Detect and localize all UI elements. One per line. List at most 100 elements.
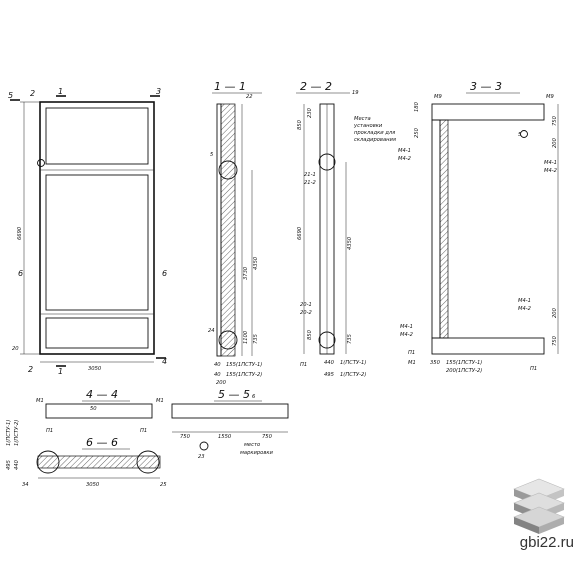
cut-marker-2-bottom: 2 bbox=[28, 365, 33, 374]
detail-circle-34 bbox=[36, 450, 60, 474]
svg-text:М4-1: М4-1 bbox=[544, 160, 557, 166]
svg-text:М1: М1 bbox=[408, 360, 416, 366]
svg-text:М4-2: М4-2 bbox=[398, 156, 411, 162]
svg-text:6690: 6690 bbox=[297, 226, 303, 240]
svg-text:1100: 1100 bbox=[243, 330, 249, 344]
storage-note-1: Места bbox=[354, 116, 371, 122]
section-1-1-body bbox=[220, 103, 236, 357]
detail-circle-24 bbox=[218, 330, 238, 350]
mark-20-2: 20-2 bbox=[300, 310, 312, 316]
section-title-3-3: 3 — 3 bbox=[470, 80, 502, 93]
dim-width-label: 3050 bbox=[88, 366, 102, 372]
svg-text:40: 40 bbox=[214, 372, 221, 378]
stacked-slabs-icon bbox=[513, 478, 565, 534]
svg-text:1(ПСТУ-2): 1(ПСТУ-2) bbox=[14, 420, 20, 446]
svg-text:1(ПСТУ-1): 1(ПСТУ-1) bbox=[6, 420, 12, 446]
svg-text:П1: П1 bbox=[140, 428, 147, 434]
section-title-5-5: 5 — 5 bbox=[218, 388, 250, 401]
svg-text:250: 250 bbox=[414, 127, 420, 138]
section-3-3-top-beam bbox=[431, 103, 545, 121]
svg-text:М4-2: М4-2 bbox=[400, 332, 413, 338]
cut-marker-6-right: 6 bbox=[162, 269, 167, 278]
section-title-2-2: 2 — 2 bbox=[300, 80, 332, 93]
mark-19: 19 bbox=[352, 90, 359, 96]
svg-text:1(ПСТУ-1): 1(ПСТУ-1) bbox=[340, 360, 366, 366]
mark-34: 34 bbox=[22, 482, 29, 488]
svg-text:735: 735 bbox=[347, 333, 353, 344]
svg-text:50: 50 bbox=[90, 406, 97, 412]
detail-circle-20 bbox=[318, 331, 336, 349]
section-5-5: 5 — 5 6 750 1550 750 23 место маркировки bbox=[171, 388, 289, 460]
section-title-4-4: 4 — 4 bbox=[86, 388, 118, 401]
svg-text:П1: П1 bbox=[530, 366, 537, 372]
lifting-loop-icon bbox=[37, 159, 45, 167]
section-1-1: 1 — 1 22 5 24 3730 4350 1100 735 40 40 2… bbox=[208, 80, 262, 386]
section-2-2: 2 — 2 19 Места установки прокладки для с… bbox=[296, 80, 396, 378]
panel-mid-opening bbox=[45, 174, 149, 311]
cut-marker-1-bottom: 1 bbox=[58, 367, 63, 376]
svg-text:М4-2: М4-2 bbox=[544, 168, 557, 174]
svg-text:440: 440 bbox=[324, 360, 335, 366]
mark-5: 5 bbox=[518, 132, 522, 138]
mark-p1: П1 bbox=[300, 362, 307, 368]
panel-top-opening bbox=[45, 107, 149, 165]
svg-text:4350: 4350 bbox=[253, 256, 259, 270]
section-3-3: 3 — 3 180 М9 М9 250 750 200 5 М4-1 М4-2 … bbox=[398, 80, 559, 374]
mark-5: 5 bbox=[210, 152, 214, 158]
svg-text:735: 735 bbox=[253, 333, 259, 344]
detail-circle-5 bbox=[218, 160, 238, 180]
section-6-6: 6 — 6 495 440 1(ПСТУ-1) 1(ПСТУ-2) 3050 3… bbox=[6, 420, 167, 488]
svg-text:155(1ПСТУ-1): 155(1ПСТУ-1) bbox=[446, 360, 482, 366]
svg-text:850: 850 bbox=[297, 119, 303, 130]
section-3-3-bottom-beam bbox=[431, 337, 545, 355]
svg-text:200: 200 bbox=[552, 137, 558, 148]
svg-text:200: 200 bbox=[216, 380, 227, 386]
panel-bottom-opening bbox=[45, 317, 149, 349]
svg-text:850: 850 bbox=[307, 329, 313, 340]
section-4-4: 4 — 4 М1 50 М1 П1 П1 bbox=[36, 388, 164, 434]
dim-20-label: 20 bbox=[12, 346, 19, 352]
mark-m9-left: М9 bbox=[434, 94, 442, 100]
cut-marker-4-bottom: 4 bbox=[162, 357, 167, 366]
storage-note-3: прокладки для bbox=[354, 130, 395, 136]
section-3-3-body bbox=[439, 119, 449, 339]
mark-20-1: 20-1 bbox=[300, 302, 312, 308]
section-4-4-body bbox=[45, 403, 153, 419]
svg-text:495: 495 bbox=[6, 459, 12, 470]
svg-text:495: 495 bbox=[324, 372, 335, 378]
svg-text:М4-1: М4-1 bbox=[398, 148, 411, 154]
cut-marker-6-left: 6 bbox=[18, 269, 23, 278]
svg-text:1(ПСТУ-2): 1(ПСТУ-2) bbox=[340, 372, 366, 378]
storage-note-4: складирования bbox=[354, 137, 396, 143]
svg-text:М1: М1 bbox=[36, 398, 44, 404]
mark-21-2: 21-2 bbox=[304, 180, 316, 186]
mark-22: 22 bbox=[246, 94, 253, 100]
svg-text:230: 230 bbox=[307, 107, 313, 118]
site-watermark: gbi22.ru bbox=[519, 534, 574, 551]
svg-text:1550: 1550 bbox=[218, 434, 232, 440]
mark-21-1: 21-1 bbox=[304, 172, 316, 178]
mark-24: 24 bbox=[208, 328, 215, 334]
svg-text:4350: 4350 bbox=[347, 236, 353, 250]
svg-text:П1: П1 bbox=[46, 428, 53, 434]
section-title-6-6: 6 — 6 bbox=[86, 436, 118, 449]
dim-height-label: 6690 bbox=[17, 226, 23, 240]
svg-text:750: 750 bbox=[262, 434, 273, 440]
svg-text:П1: П1 bbox=[408, 350, 415, 356]
detail-circle-25 bbox=[136, 450, 160, 474]
svg-text:М1: М1 bbox=[156, 398, 164, 404]
svg-text:750: 750 bbox=[180, 434, 191, 440]
panel-outline bbox=[39, 101, 155, 355]
marking-spot-icon bbox=[199, 441, 209, 451]
mark-m9-right: М9 bbox=[546, 94, 554, 100]
cut-marker-2-top: 2 bbox=[30, 89, 35, 98]
svg-text:3050: 3050 bbox=[86, 482, 100, 488]
cut-marker-1-top: 1 bbox=[58, 87, 63, 96]
svg-text:155(1ПСТУ-2): 155(1ПСТУ-2) bbox=[226, 372, 262, 378]
svg-text:40: 40 bbox=[214, 362, 221, 368]
section-5-5-body bbox=[171, 403, 289, 419]
svg-text:200: 200 bbox=[552, 307, 558, 318]
cut-marker-5-top: 5 bbox=[8, 91, 13, 100]
svg-text:3730: 3730 bbox=[243, 266, 249, 280]
